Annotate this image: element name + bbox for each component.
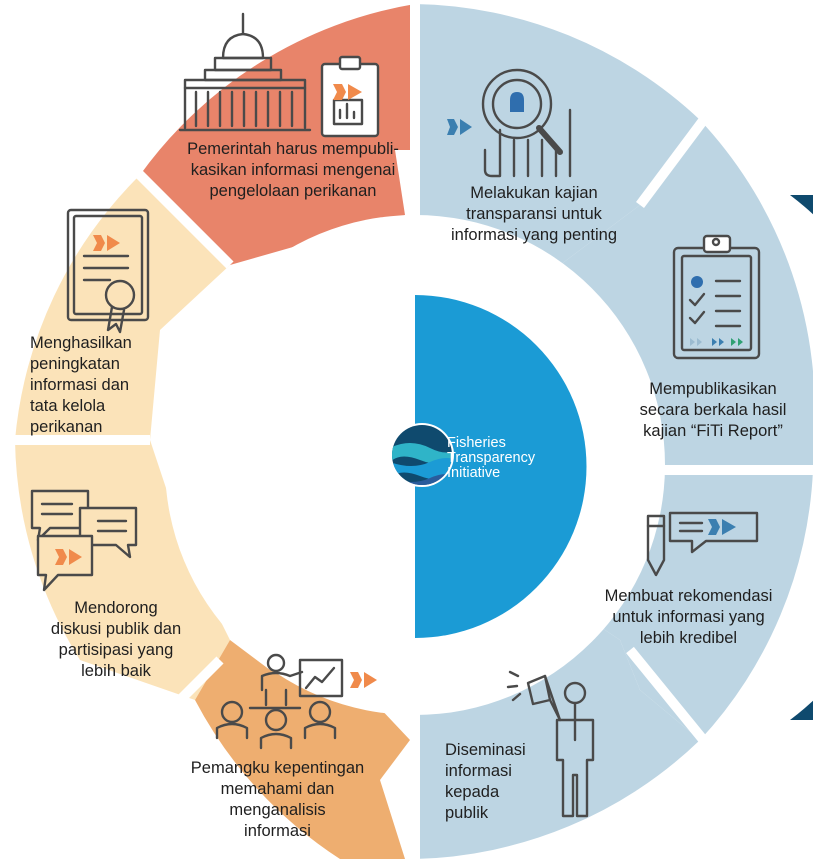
label-line: kepada	[445, 783, 500, 801]
label-discussion: Mendorong diskusi publik dan partisipasi…	[26, 598, 206, 682]
pencil-speech-icon	[646, 511, 759, 577]
label-line: diskusi publik dan	[50, 620, 182, 638]
label-stakeholders: Pemangku kepentingan memahami dan mengan…	[150, 758, 405, 842]
capitol-building-icon	[178, 12, 312, 132]
label-study: Melakukan kajian transparansi untuk info…	[427, 183, 641, 246]
fish-icon	[708, 519, 736, 535]
label-line: Pemerintah harus mempubli-	[187, 140, 399, 158]
label-improvement: Menghasilkan peningkatan informasi dan t…	[30, 333, 180, 438]
label-line: lebih kredibel	[639, 629, 738, 647]
clipboard-chart-icon	[320, 55, 380, 138]
magnifying-glass-icon	[481, 68, 572, 178]
checklist-clipboard-icon	[672, 234, 761, 360]
fish-row-icon	[690, 338, 743, 346]
segment-improvement	[15, 175, 230, 440]
label-line: Diseminasi	[445, 741, 526, 759]
label-line: publik	[445, 804, 489, 822]
label-disseminate: Diseminasi informasi kepada publik	[445, 740, 555, 824]
label-line: partisipasi yang	[58, 641, 174, 659]
label-line: lebih baik	[81, 662, 151, 680]
label-government: Pemerintah harus mempubli- kasikan infor…	[168, 139, 418, 202]
logo-line: Transparency	[447, 450, 536, 466]
presentation-audience-icon	[215, 653, 344, 750]
label-line: Mendorong	[74, 599, 158, 617]
check-dot-icon	[691, 276, 703, 288]
fish-marks	[55, 84, 743, 688]
label-line: perikanan	[30, 418, 103, 436]
label-line: secara berkala hasil	[639, 401, 787, 419]
certificate-icon	[66, 208, 150, 334]
megaphone-person-icon	[506, 670, 595, 818]
label-line: Menghasilkan	[30, 334, 132, 352]
label-line: Pemangku kepentingan	[190, 759, 365, 777]
center-half-disc	[415, 295, 587, 638]
fish-icon	[447, 119, 472, 135]
fish-icon	[55, 549, 82, 565]
label-line: pengelolaan perikanan	[209, 182, 377, 200]
fish-icon	[333, 84, 362, 100]
label-line: memahami dan	[220, 780, 335, 798]
label-line: Melakukan kajian	[470, 184, 598, 202]
label-line: menganalisis	[229, 801, 326, 819]
fiti-logo-text: Fisheries Transparency Initiative	[447, 436, 535, 481]
fish-icon	[350, 672, 377, 688]
label-line: kasikan informasi mengenai	[190, 161, 396, 179]
label-recommend: Membuat rekomendasi untuk informasi yang…	[586, 586, 791, 649]
label-line: informasi yang penting	[450, 226, 617, 244]
fish-icon	[93, 235, 120, 251]
speech-bubbles-icon	[30, 489, 138, 592]
label-line: Mempublikasikan	[649, 380, 777, 398]
label-line: untuk informasi yang	[612, 608, 765, 626]
label-line: peningkatan	[30, 355, 120, 373]
logo-line: Initiative	[447, 465, 501, 481]
label-line: informasi dan	[30, 376, 130, 394]
logo-line: Fisheries	[447, 435, 506, 451]
fiti-logo-icon	[390, 423, 454, 487]
label-line: Membuat rekomendasi	[604, 587, 773, 605]
label-line: tata kelola	[30, 397, 106, 415]
label-line: informasi	[244, 822, 311, 840]
magnifier-lens-fill	[510, 92, 524, 112]
label-line: transparansi untuk	[466, 205, 602, 223]
label-line: kajian “FiTi Report”	[643, 422, 783, 440]
label-publish: Mempublikasikan secara berkala hasil kaj…	[618, 379, 808, 442]
label-line: informasi	[445, 762, 512, 780]
